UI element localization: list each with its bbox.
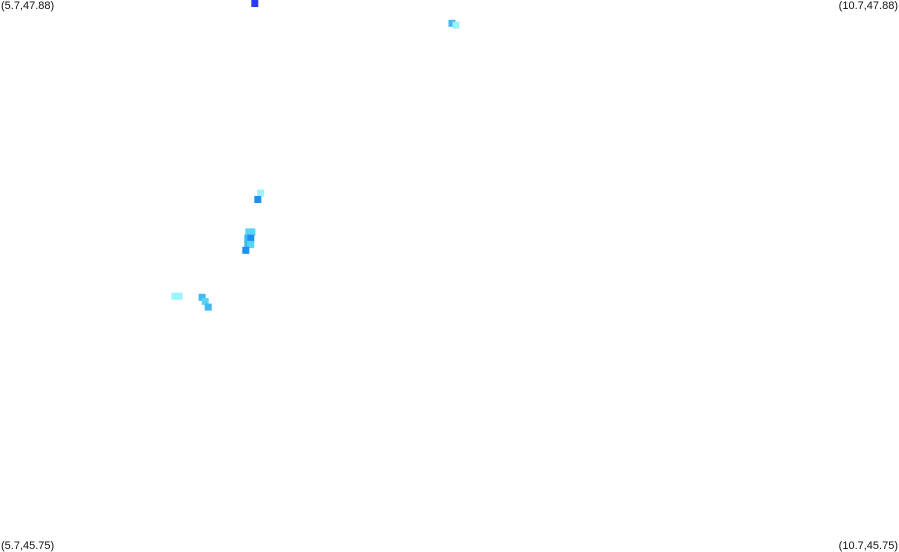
map-point (448, 19, 456, 27)
corner-label-bottom-left: (5.7,45.75) (1, 540, 55, 552)
corner-label-top-left: (5.7,47.88) (1, 0, 55, 12)
corner-label-top-right: (10.7,47.88) (838, 0, 898, 12)
map-point (257, 189, 265, 197)
map-point (175, 292, 183, 300)
corner-label-bottom-right: (10.7,45.75) (838, 540, 898, 552)
map-point (247, 240, 255, 248)
map-point (452, 21, 460, 29)
map-point (198, 293, 206, 301)
map-point (242, 246, 250, 254)
map-point (254, 196, 262, 203)
map-point (251, 0, 259, 7)
map-point (201, 297, 209, 305)
map-point (171, 292, 179, 300)
map-point (247, 234, 255, 242)
map-point (248, 228, 256, 236)
map-point (204, 303, 212, 311)
